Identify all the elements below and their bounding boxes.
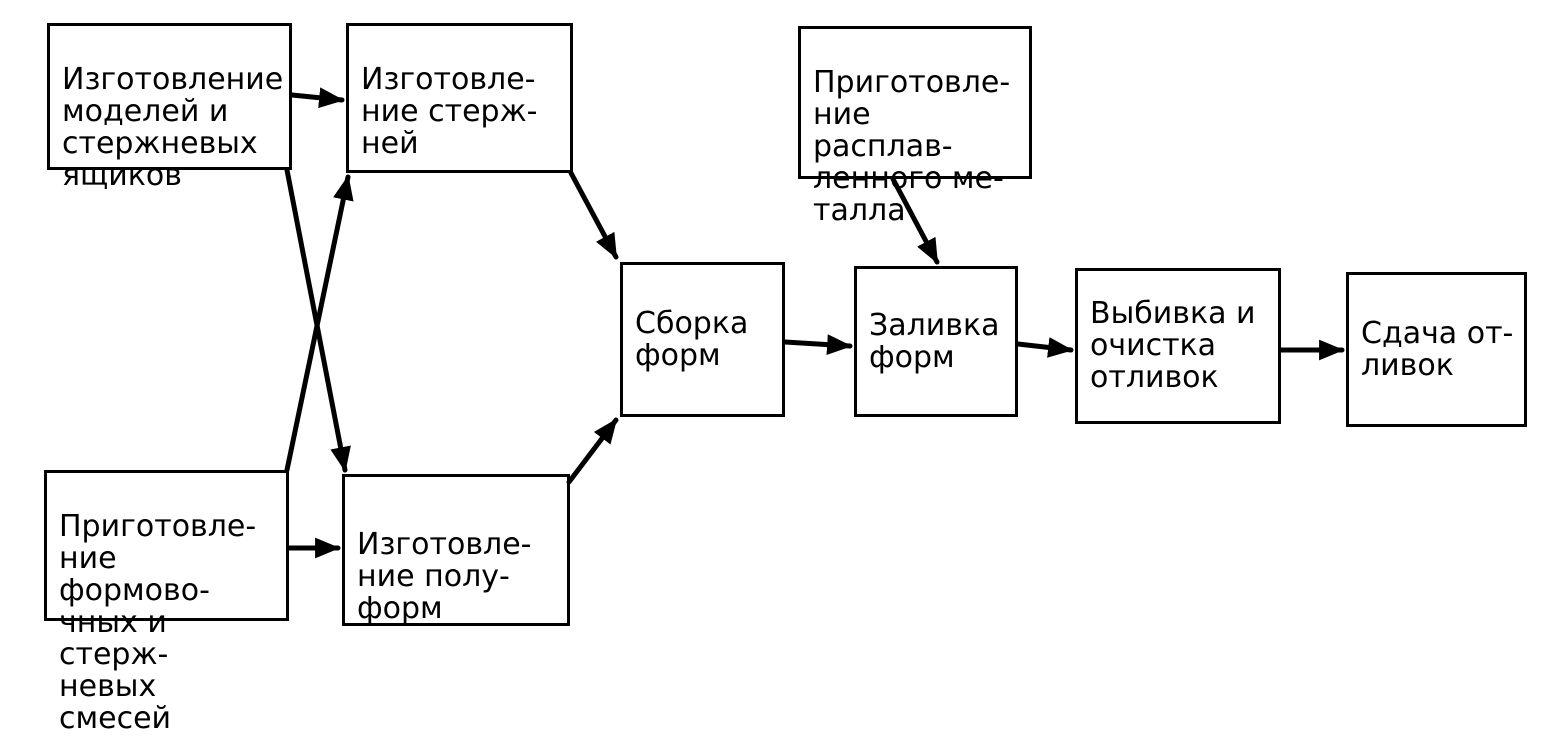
node-molten-metal: Приготовле- ние расплав- ленного ме- тал… [798,26,1032,227]
node-delivery-label: Сдача от- ливок [1361,315,1514,383]
node-mixtures: Приготовле- ние формово- чных и стерж- н… [44,470,289,735]
arrow-models-to-cores [289,87,345,109]
node-models-label: Изготовление моделей и стержневых ящиков [62,62,284,193]
node-knockout: Выбивка и очистка отливок [1075,268,1281,424]
arrow-cores-to-assembly [568,170,619,260]
node-assembly-label: Сборка форм [635,305,749,373]
node-cores: Изготовле- ние стерж- ней [346,23,573,173]
node-cores-label: Изготовле- ние стерж- ней [361,62,538,161]
node-knockout-label: Выбивка и очистка отливок [1090,296,1256,395]
node-half-molds-label: Изготовле- ние полу- форм [357,527,532,626]
arrow-assembly-to-pouring [782,334,853,355]
node-half-molds: Изготовле- ние полу- форм [342,474,570,626]
arrow-models-to-half-molds [284,167,351,473]
arrow-mixtures-to-cores [284,174,354,473]
node-pouring: Заливка форм [854,266,1018,417]
casting-process-flowchart: Изготовление моделей и стержневых ящиков… [44,23,1527,735]
node-mixtures-label: Приготовле- ние формово- чных и стерж- н… [59,509,257,736]
node-pouring-label: Заливка форм [869,307,1000,375]
node-delivery: Сдача от- ливок [1346,272,1527,427]
node-molten-metal-label: Приготовле- ние расплав- ленного ме- тал… [813,65,1011,228]
arrow-pouring-to-knockout [1015,337,1074,358]
node-assembly: Сборка форм [620,262,785,417]
arrow-half-molds-to-assembly [566,417,619,485]
node-models: Изготовление моделей и стержневых ящиков [47,23,292,192]
